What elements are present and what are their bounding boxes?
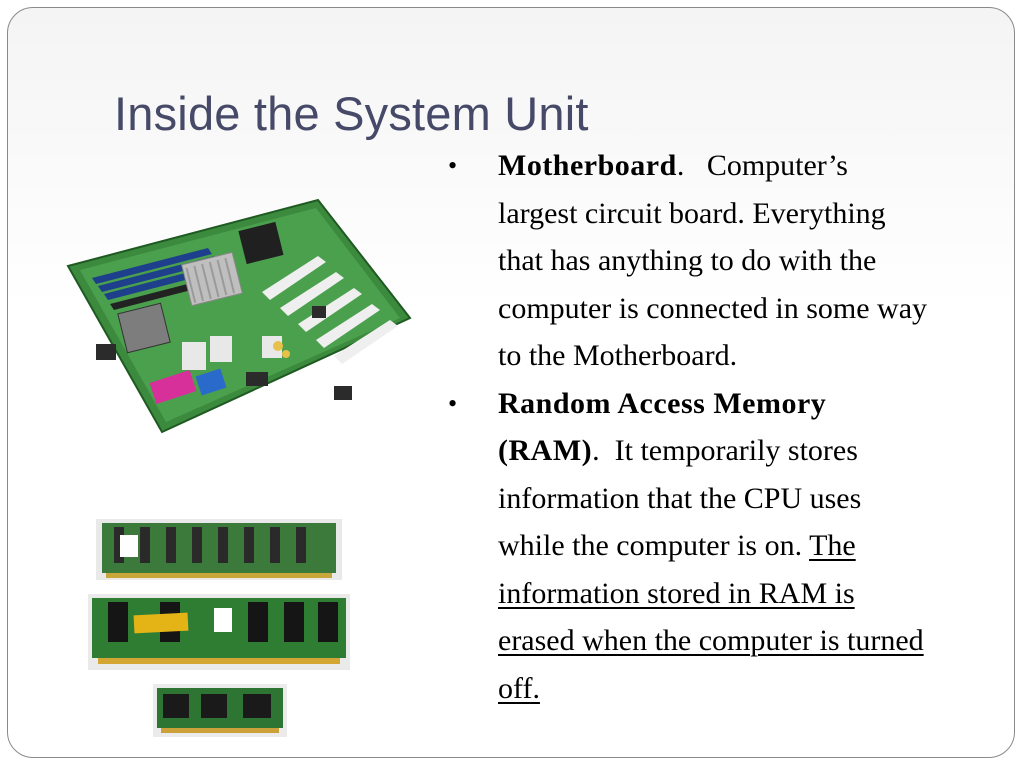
bullet-motherboard: • Motherboard. Computer’s largest circui…: [448, 142, 928, 380]
ram-stick-sodimm-image: [153, 684, 287, 737]
slide-title: Inside the System Unit: [114, 87, 589, 140]
ram-stick-72pin-image: [96, 519, 342, 580]
bullet-ram: • Random Access Memory (RAM). It tempora…: [448, 380, 928, 713]
term-punct: .: [592, 434, 600, 467]
ram-erased-note: The information stored in RAM is erased …: [498, 529, 924, 705]
bullet-dot: •: [448, 151, 458, 180]
ram-stick-dimm-image: [88, 594, 350, 670]
bullet-list: • Motherboard. Computer’s largest circui…: [448, 142, 928, 712]
motherboard-description: Computer’s largest circuit board. Everyt…: [498, 149, 935, 372]
term-punct: .: [676, 149, 685, 182]
ram-description: It temporarily stores information that t…: [498, 434, 869, 562]
term-ram: Random Access Memory (RAM): [498, 386, 827, 468]
bullet-dot: •: [448, 388, 458, 418]
motherboard-image: [66, 198, 412, 434]
term-motherboard: Motherboard: [498, 149, 677, 182]
